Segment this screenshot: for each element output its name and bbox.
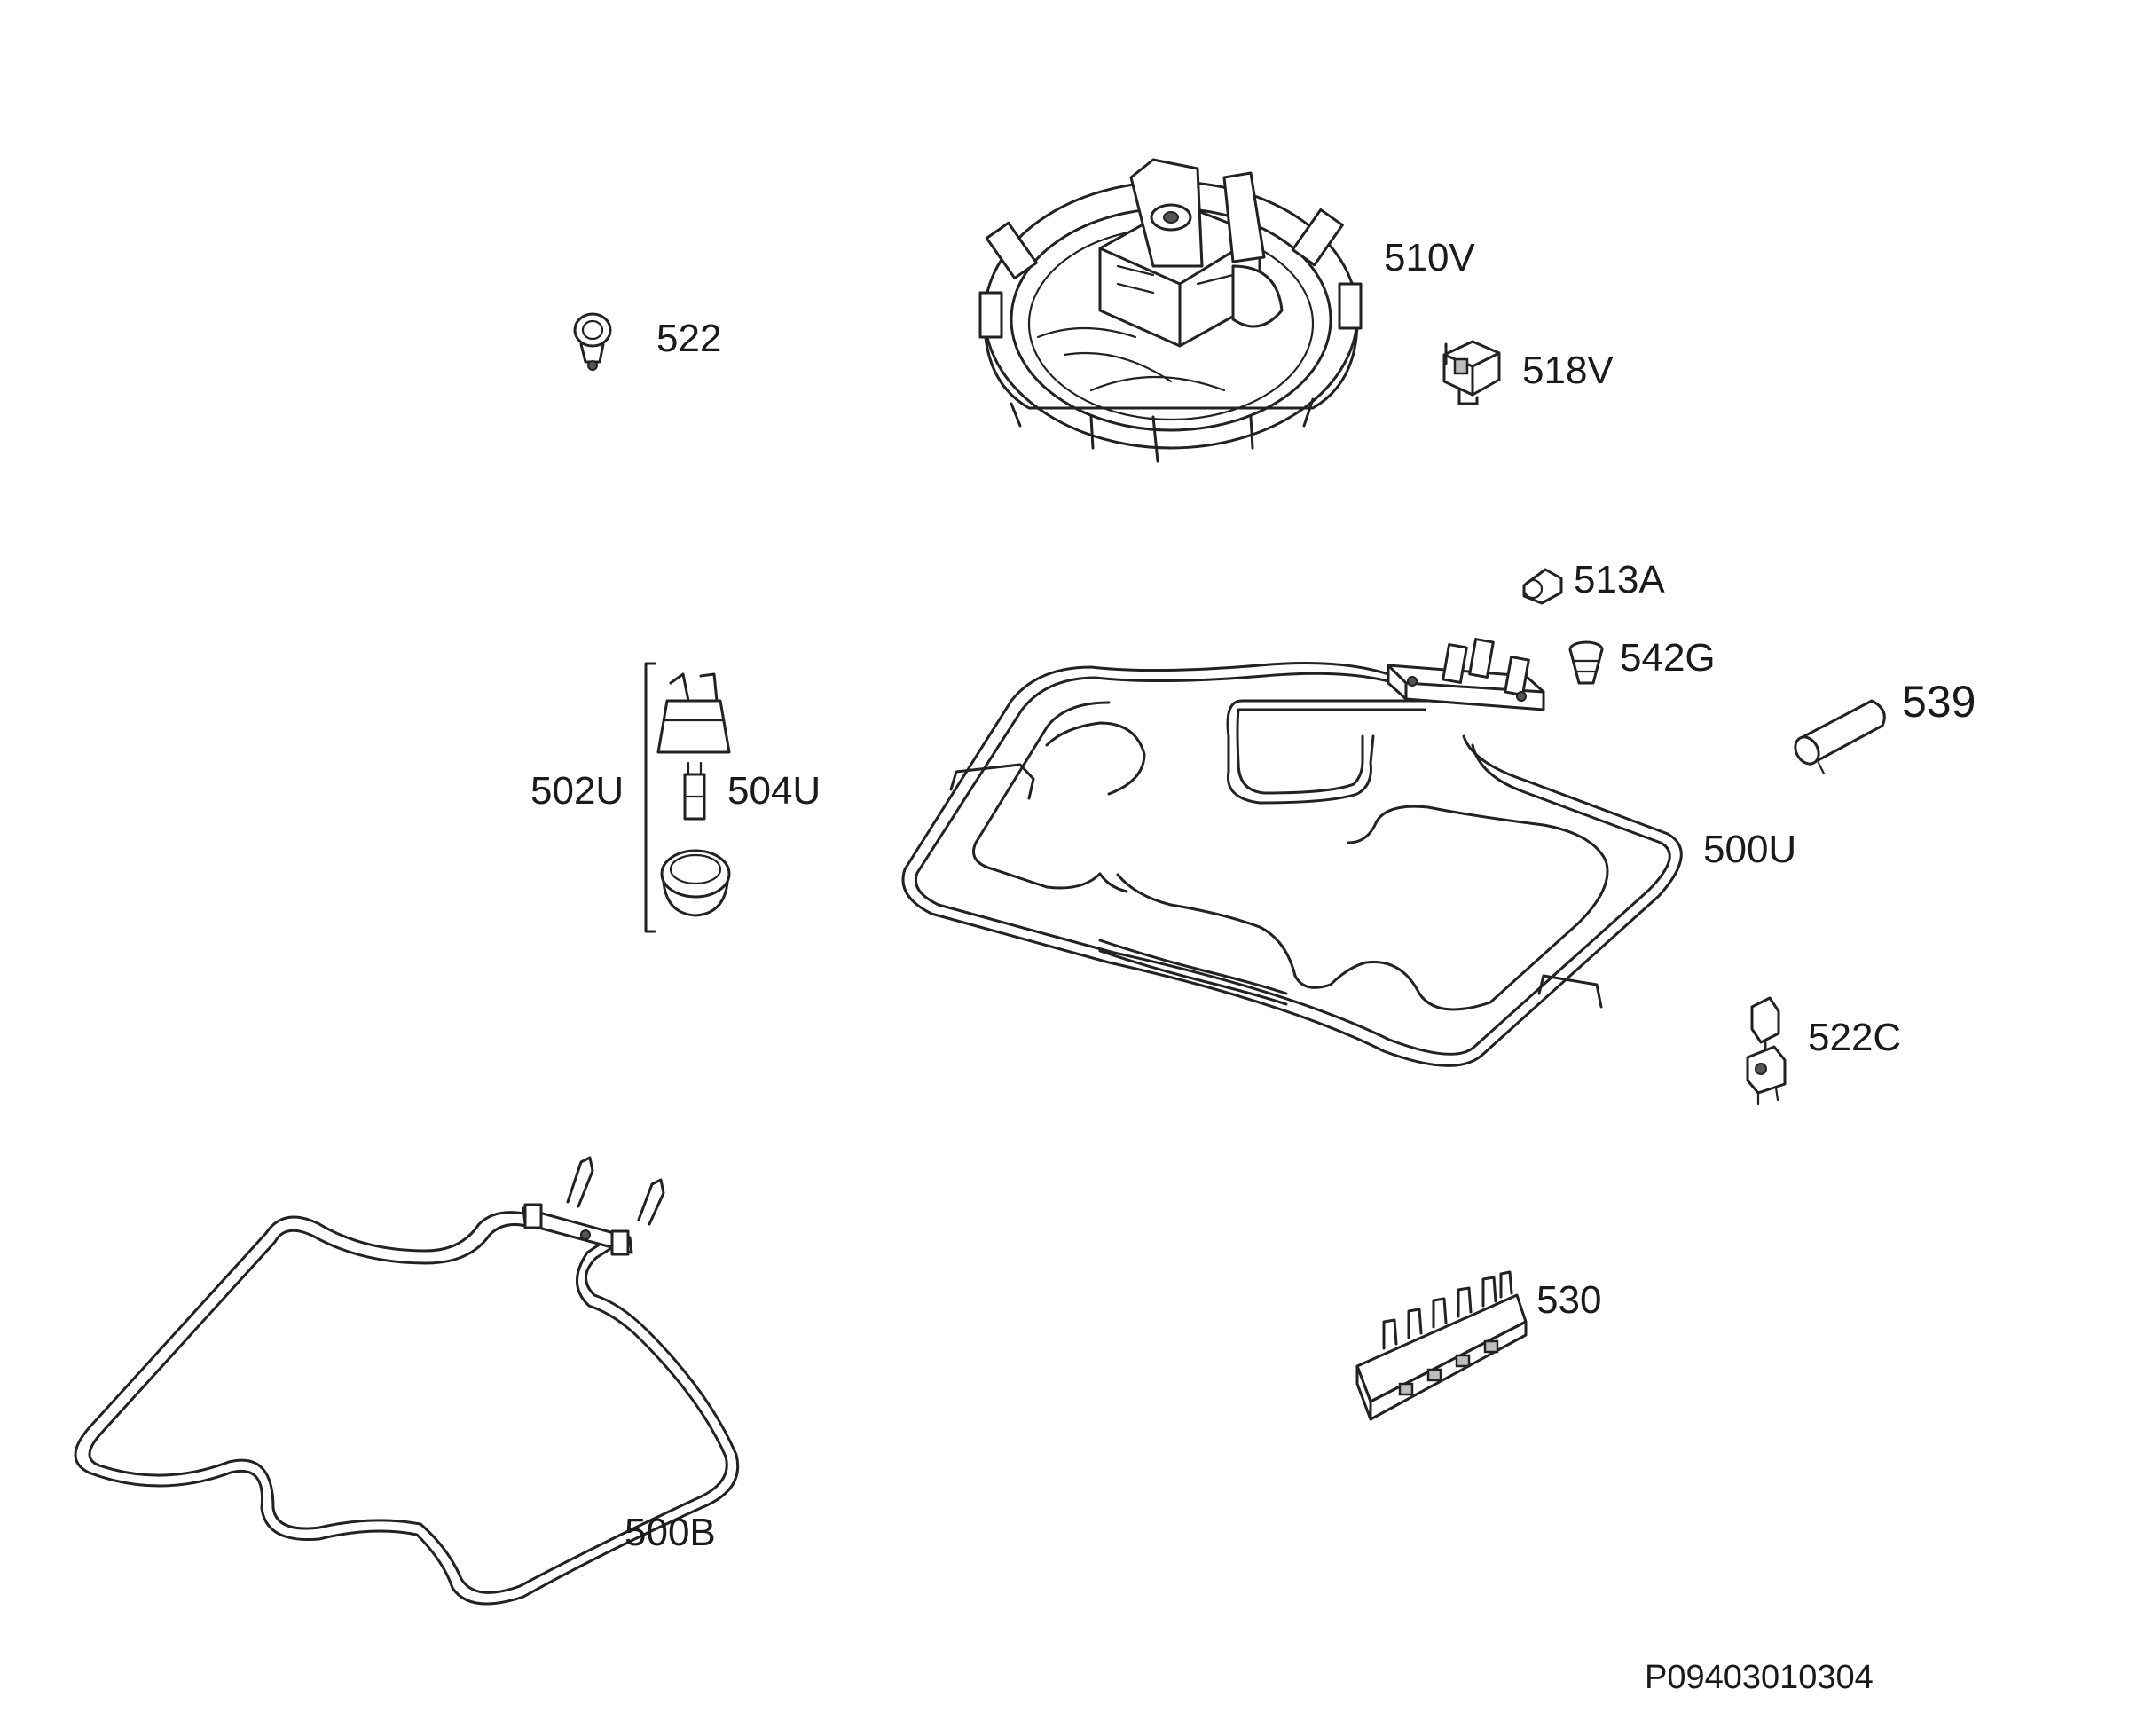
- switch-522c-part: [1746, 996, 1787, 1106]
- tube-539-part: [1794, 699, 1886, 775]
- label-513a: 513A: [1574, 558, 1665, 601]
- label-510v: 510V: [1384, 236, 1475, 279]
- label-500u: 500U: [1703, 828, 1796, 871]
- part-513a-shape: [1522, 568, 1563, 605]
- clip-522-part: [573, 312, 612, 371]
- label-500b: 500B: [625, 1511, 716, 1554]
- label-502u: 502U: [530, 769, 624, 813]
- label-539: 539: [1902, 677, 1976, 727]
- terminal-block-530: [1355, 1270, 1528, 1421]
- label-518v: 518V: [1522, 349, 1614, 392]
- top-heating-element-500u: [901, 638, 1683, 1067]
- label-542g: 542G: [1620, 636, 1716, 679]
- label-522: 522: [656, 317, 721, 360]
- bottom-heating-element-500b: [74, 1156, 740, 1606]
- label-530: 530: [1536, 1278, 1601, 1322]
- lamp-group-502u: [644, 662, 731, 933]
- label-504u: 504U: [727, 769, 821, 813]
- thermostat-518v-part: [1442, 340, 1501, 405]
- part-542g-shape: [1568, 640, 1604, 685]
- label-522c: 522C: [1808, 1016, 1901, 1059]
- fan-motor-assembly: [978, 158, 1363, 463]
- drawing-code: P09403010304: [1645, 1659, 1874, 1696]
